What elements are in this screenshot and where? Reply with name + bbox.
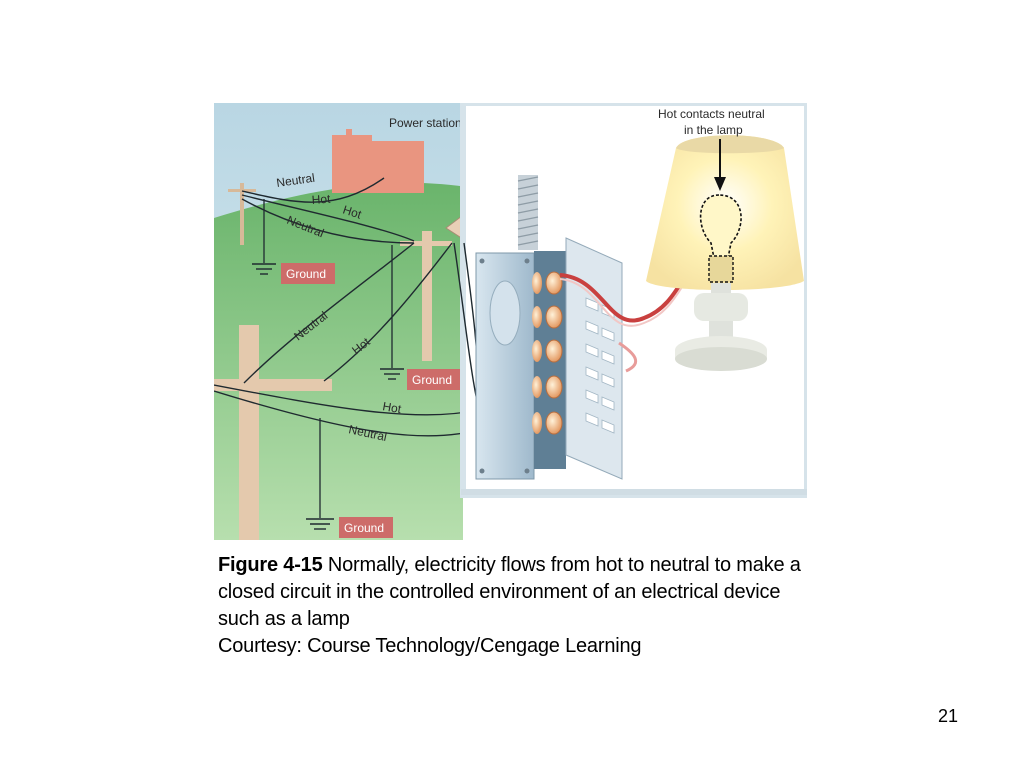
fuses — [532, 271, 563, 435]
conduit — [517, 175, 539, 250]
panel-door-slots — [585, 297, 615, 434]
page-number: 21 — [938, 706, 959, 726]
annotation-arrow — [714, 139, 726, 191]
ground-tag-2: Ground — [407, 369, 461, 390]
power-station-label: Power station — [389, 116, 462, 130]
utility-pole-near — [214, 325, 332, 540]
utility-pole-far — [228, 183, 256, 245]
power-station — [332, 129, 424, 193]
annotation-line-1: Hot contacts neutral — [658, 107, 765, 121]
circuit-illustration: Power station Neutral Hot Hot N — [214, 103, 807, 540]
electrical-circuit-figure: Power station Neutral Hot Hot N — [214, 103, 807, 540]
svg-text:Ground: Ground — [286, 267, 326, 281]
caption-text: Normally, electricity flows from hot to … — [218, 554, 801, 630]
ground-tag-3: Ground — [339, 517, 393, 538]
wire-label-hot-4: Hot — [381, 399, 402, 416]
svg-text:Ground: Ground — [344, 521, 384, 535]
wire-label-hot-1: Hot — [311, 192, 331, 207]
svg-text:Ground: Ground — [412, 373, 452, 387]
wire-label-hot-2: Hot — [341, 203, 364, 222]
ground-tag-1: Ground — [281, 263, 335, 284]
lamp — [646, 135, 804, 371]
wire-label-neutral-1: Neutral — [275, 171, 315, 190]
figure-number: Figure 4-15 — [218, 554, 323, 576]
utility-pole-middle — [400, 231, 452, 361]
figure-caption: Figure 4-15 Normally, electricity flows … — [218, 552, 818, 660]
caption-credit: Courtesy: Course Technology/Cengage Lear… — [218, 635, 642, 657]
annotation-line-2: in the lamp — [684, 123, 743, 137]
